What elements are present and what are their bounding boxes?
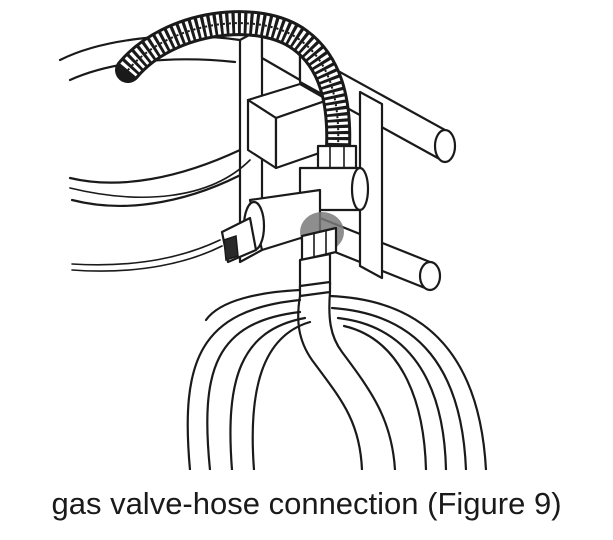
control-box bbox=[246, 82, 330, 170]
ignition-wire bbox=[69, 159, 251, 198]
igniter-fitting bbox=[71, 216, 258, 272]
upper-hose-nut bbox=[316, 144, 358, 170]
corrugated-gas-line bbox=[115, 10, 352, 161]
lower-hose-nut bbox=[298, 226, 338, 298]
gas-valve-hose-illustration bbox=[58, 10, 488, 470]
coiled-gas-hose bbox=[186, 288, 488, 470]
figure-caption: gas valve-hose connection (Figure 9) bbox=[51, 486, 562, 521]
